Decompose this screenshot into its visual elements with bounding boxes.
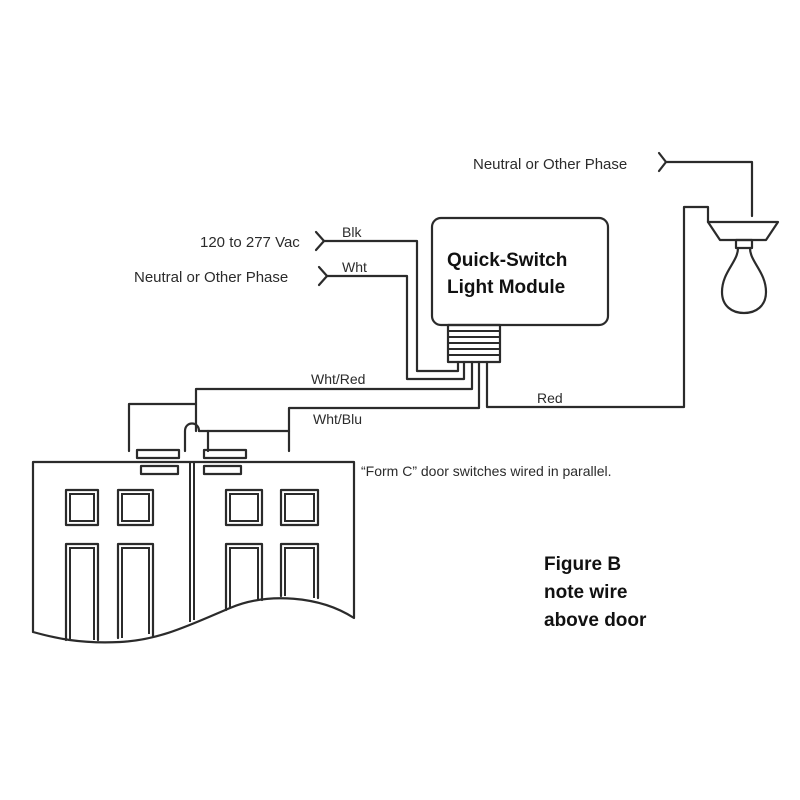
label-wire-wht-blu: Wht/Blu: [313, 411, 362, 427]
label-voltage-source: 120 to 277 Vac: [200, 234, 300, 251]
label-door-note: “Form C” door switches wired in parallel…: [361, 463, 612, 479]
figure-note-line1: note wire: [544, 582, 627, 603]
quick-switch-module: [430, 216, 610, 364]
wire-blk: [322, 239, 460, 373]
wire-wht-blu: [287, 360, 481, 433]
figure-title: Figure B: [544, 554, 621, 575]
label-neutral-left: Neutral or Other Phase: [134, 269, 288, 286]
label-wire-red: Red: [537, 390, 563, 406]
figure-note-line2: above door: [544, 610, 647, 631]
module-title-line1: Quick-Switch: [447, 250, 567, 271]
supply-voltage-arrow: [314, 230, 326, 252]
label-wire-blk: Blk: [342, 224, 362, 240]
door-switch-parallel-wiring: [127, 402, 291, 476]
door-switch-left: [135, 448, 181, 460]
module-title-line2: Light Module: [447, 277, 565, 298]
light-bulb-icon: [706, 220, 780, 315]
wire-wht: [325, 274, 466, 381]
wire-red: [485, 205, 710, 409]
label-neutral-top-right: Neutral or Other Phase: [473, 156, 627, 173]
door-switch-right: [202, 448, 248, 460]
label-wire-wht: Wht: [342, 259, 367, 275]
double-door-icon: [31, 460, 356, 644]
neutral-feed-right: [657, 151, 754, 218]
wire-wht-red: [194, 360, 474, 406]
label-wire-wht-red: Wht/Red: [311, 371, 365, 387]
neutral-left-arrow: [317, 265, 329, 287]
